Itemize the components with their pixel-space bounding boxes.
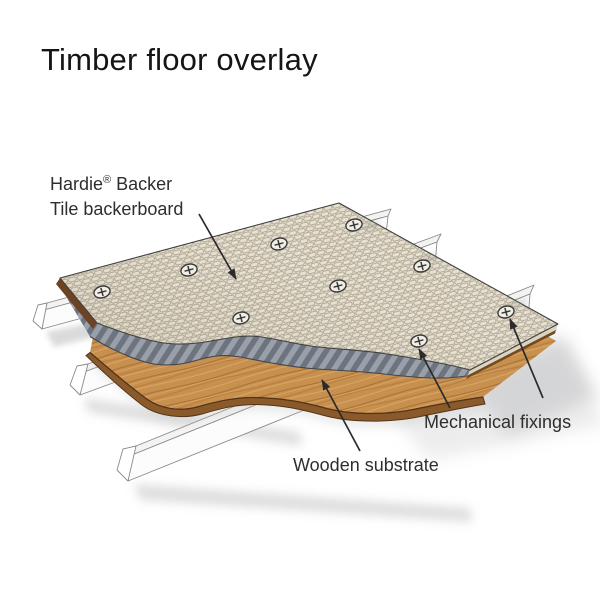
mechanical-fixing-screws: [93, 218, 515, 348]
backerboard-right-edge-core: [466, 330, 556, 379]
screw-icon: [93, 285, 111, 299]
arrow-substrate: [321, 379, 361, 452]
board-shadow: [470, 336, 598, 436]
screw-icon: [270, 237, 288, 251]
backerboard-left-edge: [56, 278, 97, 329]
substrate-wave-outline: [89, 352, 484, 415]
page-title: Timber floor overlay: [41, 42, 318, 77]
tab3-shadow: [509, 299, 529, 307]
screw-icon: [497, 305, 515, 319]
label-backerboard-line1: Hardie® Backer: [50, 174, 173, 194]
arrow-fixing-left: [418, 348, 451, 409]
joist1-end-face: [32, 302, 48, 330]
screw-icon: [180, 263, 198, 277]
label-backerboard-line2: Tile backerboard: [50, 199, 184, 219]
adhesive-wave-outline: [89, 336, 467, 379]
annotation-arrows: [198, 213, 544, 452]
registered-mark: ®: [103, 174, 112, 186]
tab1-shadow: [361, 222, 381, 230]
label-wooden-substrate: Wooden substrate: [293, 455, 439, 475]
arrow-fixing-right: [509, 318, 544, 399]
screw-icon: [413, 259, 431, 273]
backerboard-right-edge-face: [467, 324, 558, 376]
screw-icon: [345, 218, 363, 232]
joist3-end-face: [116, 445, 137, 482]
joist3-shadow: [134, 484, 472, 522]
backerboard-shading: [60, 203, 558, 370]
backerboard-layer: [56, 202, 559, 379]
screw-icon: [329, 279, 347, 293]
label-backerboard: Hardie® Backer Tile backerboard: [50, 172, 183, 222]
joist2-shadow: [84, 398, 302, 446]
screw-icon: [232, 311, 250, 325]
ground-shadow-layer: [46, 317, 600, 522]
arrow-backerboard: [198, 213, 237, 280]
screw-icon: [410, 334, 428, 348]
label-mechanical-fixings: Mechanical fixings: [424, 412, 572, 432]
joist2-end-face: [69, 363, 89, 396]
